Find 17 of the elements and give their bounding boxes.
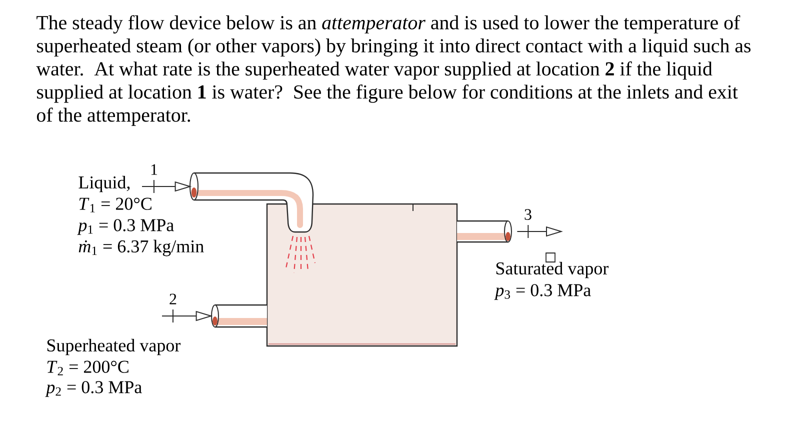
- state-label: T$_{1}$ = 20°C: [79, 198, 152, 212]
- pipe: [190, 172, 314, 233]
- state-label: p$_{2}$ = 0.3 MPa: [45, 381, 142, 397]
- state-label: Saturated vapor: [496, 262, 609, 278]
- state-label: ṁ$_{1}$ = 6.37 kg/min: [78, 240, 204, 256]
- pipe: [456, 220, 512, 243]
- pipe: [211, 304, 268, 328]
- tank: [266, 203, 458, 347]
- state-label: p$_{1}$ = 0.3 MPa: [77, 219, 174, 235]
- station-number: 3: [524, 209, 532, 220]
- problem-text: The steady flow device below is an attemperator and is used to lower the temperature of superheated steam (or other vapors) by bringing it into direct contact with a liquid such as water. At what rate is the superheated water vapor supplied at location 2 if the liquid supplied at location 1 is water? See the figure below for conditions at the inlets and exit of the attemperator.: [36, 15, 750, 126]
- state-label: Superheated vapor: [47, 338, 180, 356]
- state-label: T$_{2}$ = 200°C: [47, 360, 128, 376]
- station-number: 2: [170, 294, 176, 304]
- state-label: Liquid,: [78, 176, 130, 192]
- state-label: p$_{3}$ = 0.3 MPa: [494, 284, 591, 300]
- station-number: 1: [151, 164, 158, 175]
